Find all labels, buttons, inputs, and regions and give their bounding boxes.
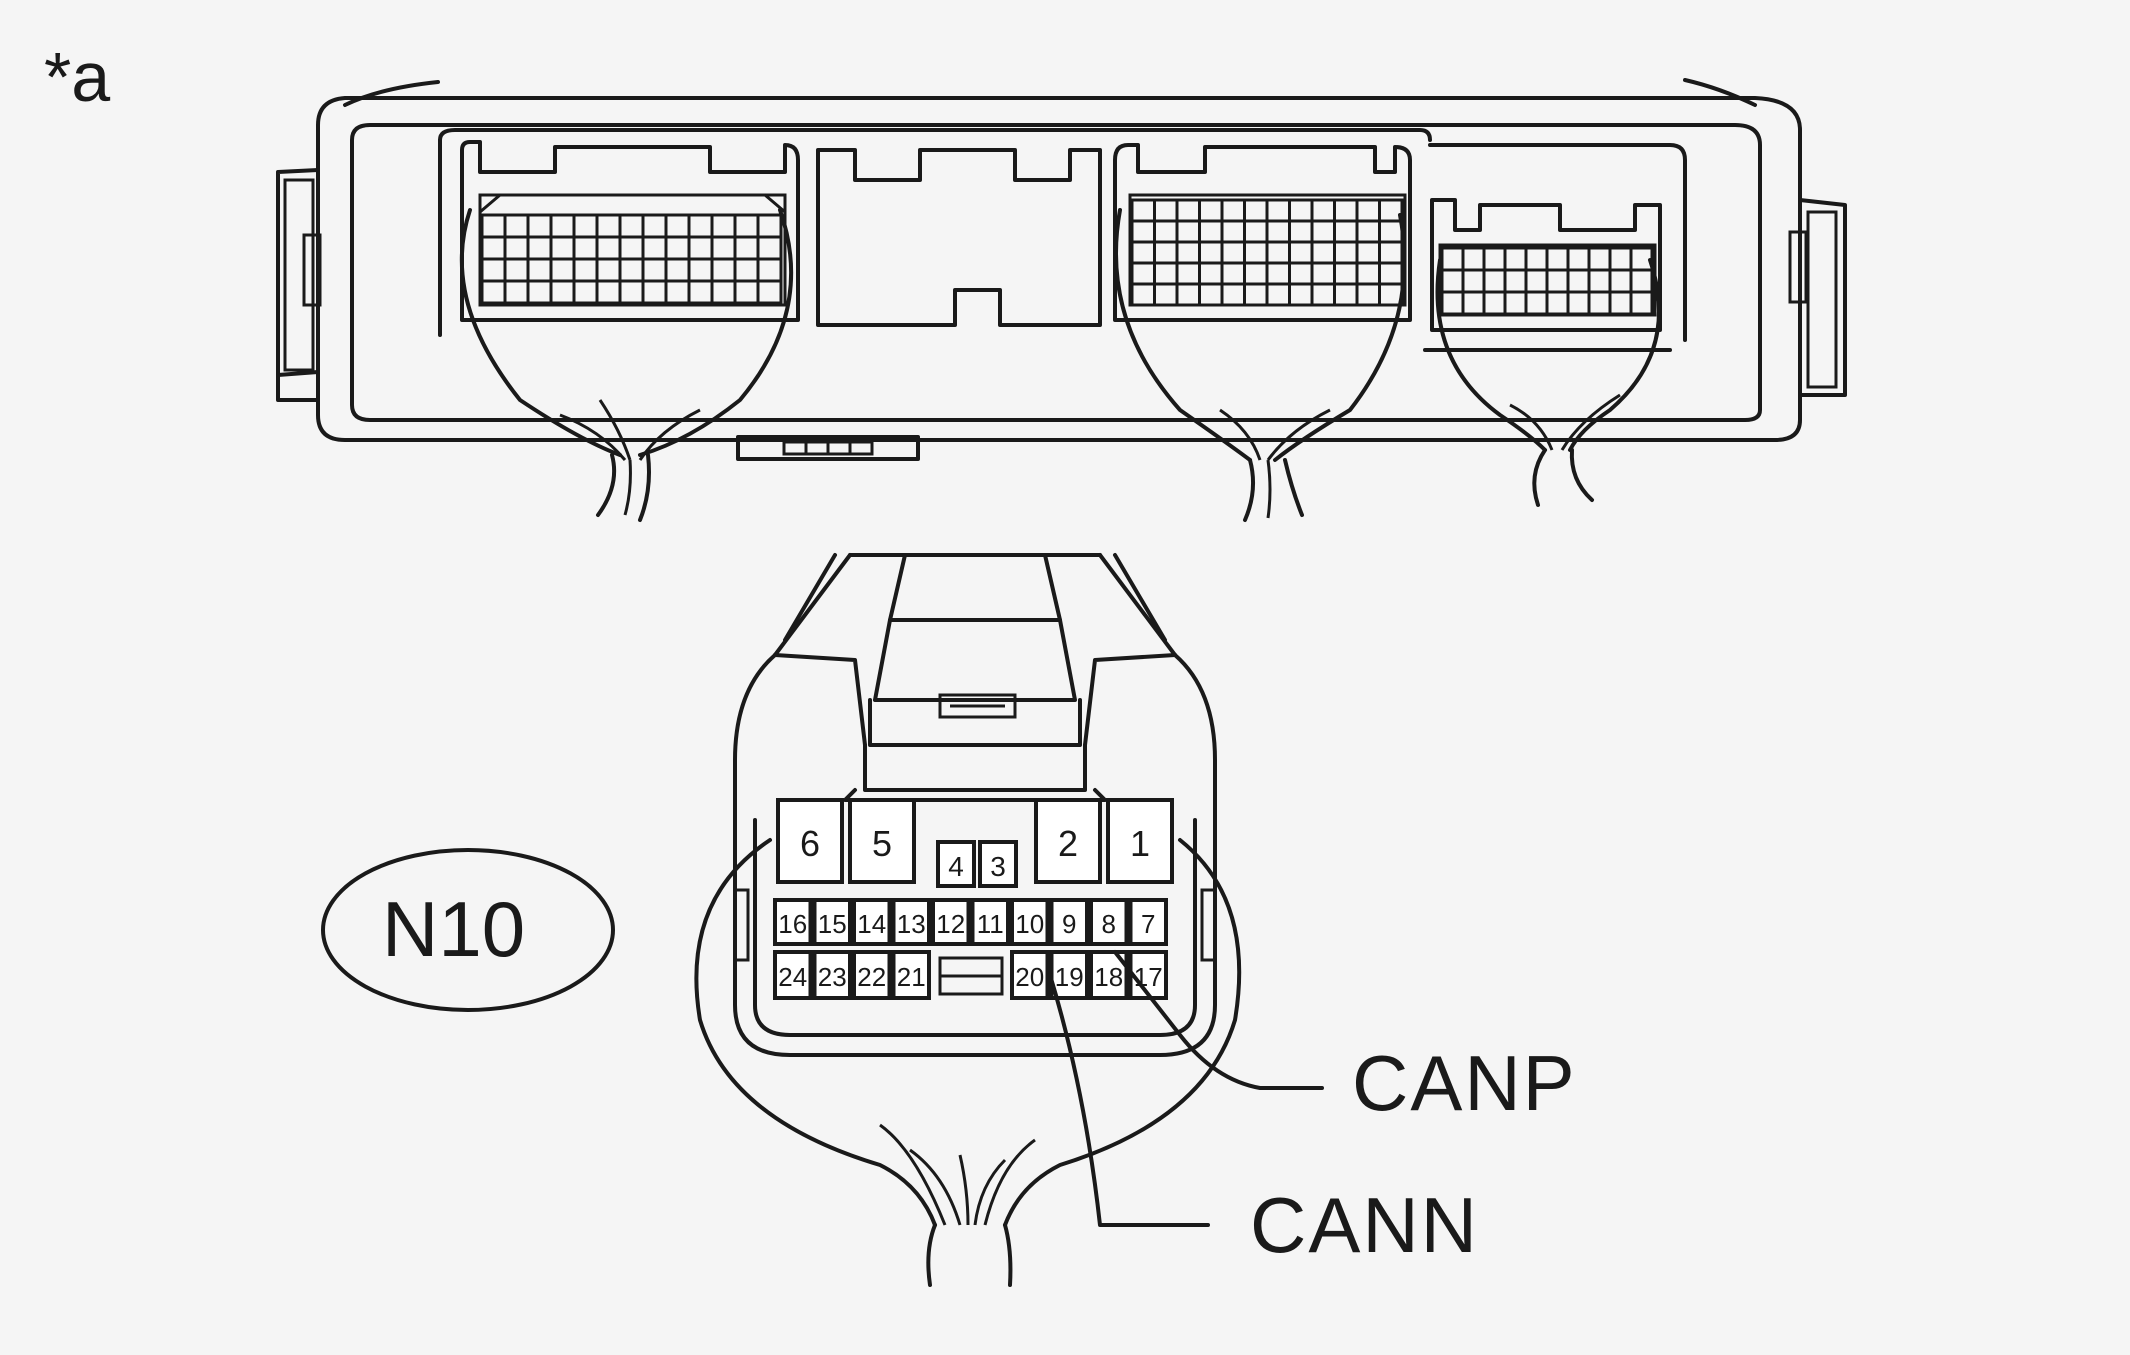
pin-cavity-20: 20 [1010, 950, 1050, 1000]
pin-cavity-8: 8 [1089, 898, 1129, 946]
pin-cavity-3: 3 [978, 840, 1018, 888]
cann-signal-label: CANN [1250, 1181, 1480, 1269]
pin-cavity-4: 4 [936, 840, 976, 888]
pin-cavity-17: 17 [1128, 950, 1168, 1000]
pin-label: 9 [1062, 909, 1076, 939]
pin-cavity-24: 24 [773, 950, 813, 1000]
pin-label: 24 [778, 962, 807, 992]
figure-tag: *a [44, 38, 111, 116]
ecu-pin-grids [480, 198, 1654, 316]
n10-harness [694, 838, 1242, 1287]
pin-label: 15 [818, 909, 847, 939]
pin-cavity-6: 6 [776, 798, 844, 884]
pin-label: 14 [857, 909, 886, 939]
pin-cavity-21: 21 [891, 950, 931, 1000]
pin-label: 10 [1015, 909, 1044, 939]
ecu-b-pin-grid [1130, 198, 1404, 307]
pin-label: 18 [1094, 962, 1123, 992]
pin-label: 22 [857, 962, 886, 992]
pin-label: 16 [778, 909, 807, 939]
pin-cavity-9: 9 [1049, 898, 1089, 946]
pin-cavity-22: 22 [852, 950, 892, 1000]
pin-label: 1 [1130, 823, 1150, 864]
ecu-connector-b [1113, 143, 1412, 322]
pin-cavity-2: 2 [1034, 798, 1102, 884]
canp-signal-label: CANP [1352, 1039, 1577, 1127]
pin-label: 3 [990, 851, 1006, 882]
ecu-connector-a [460, 140, 800, 322]
pin-label: 2 [1058, 823, 1078, 864]
pin-cavity-11: 11 [970, 898, 1010, 946]
pin-cavity-16: 16 [773, 898, 813, 946]
pin-label: 21 [897, 962, 926, 992]
pin-label: 17 [1134, 962, 1163, 992]
pin-cavity-12: 12 [931, 898, 971, 946]
pin-label: 6 [800, 823, 820, 864]
pin-label: 11 [977, 909, 1004, 939]
pin-cavity-13: 13 [891, 898, 931, 946]
pin-label: 7 [1141, 909, 1155, 939]
n10-connector-body [733, 553, 1217, 1057]
ecu-center-socket [816, 148, 1102, 327]
pin-label: 12 [936, 909, 965, 939]
pin-cavity-7: 7 [1128, 898, 1168, 946]
pin-cavity-14: 14 [852, 898, 892, 946]
pin-label: 20 [1015, 962, 1044, 992]
pin-cavity-5: 5 [848, 798, 916, 884]
connector-code-label: N10 [382, 885, 526, 973]
pin-label: 19 [1055, 962, 1084, 992]
ecu-c-pin-grid [1440, 246, 1654, 316]
pin-label: 4 [948, 851, 964, 882]
pin-cavity-1: 1 [1106, 798, 1174, 884]
pin-cavity-15: 15 [812, 898, 852, 946]
connector-code-ellipse [321, 848, 615, 1012]
pin-label: 23 [818, 962, 847, 992]
pin-cavity-18: 18 [1089, 950, 1129, 1000]
ecu-body [276, 78, 1847, 461]
ecu-harnesses [459, 208, 1661, 522]
pin-label: 8 [1102, 909, 1116, 939]
pin-cavity-23: 23 [812, 950, 852, 1000]
pin-label: 5 [872, 823, 892, 864]
ecu-a-pin-grid [480, 213, 783, 305]
pin-label: 13 [897, 909, 926, 939]
callout-leaders [1048, 950, 1324, 1227]
pin-cavity-10: 10 [1010, 898, 1050, 946]
